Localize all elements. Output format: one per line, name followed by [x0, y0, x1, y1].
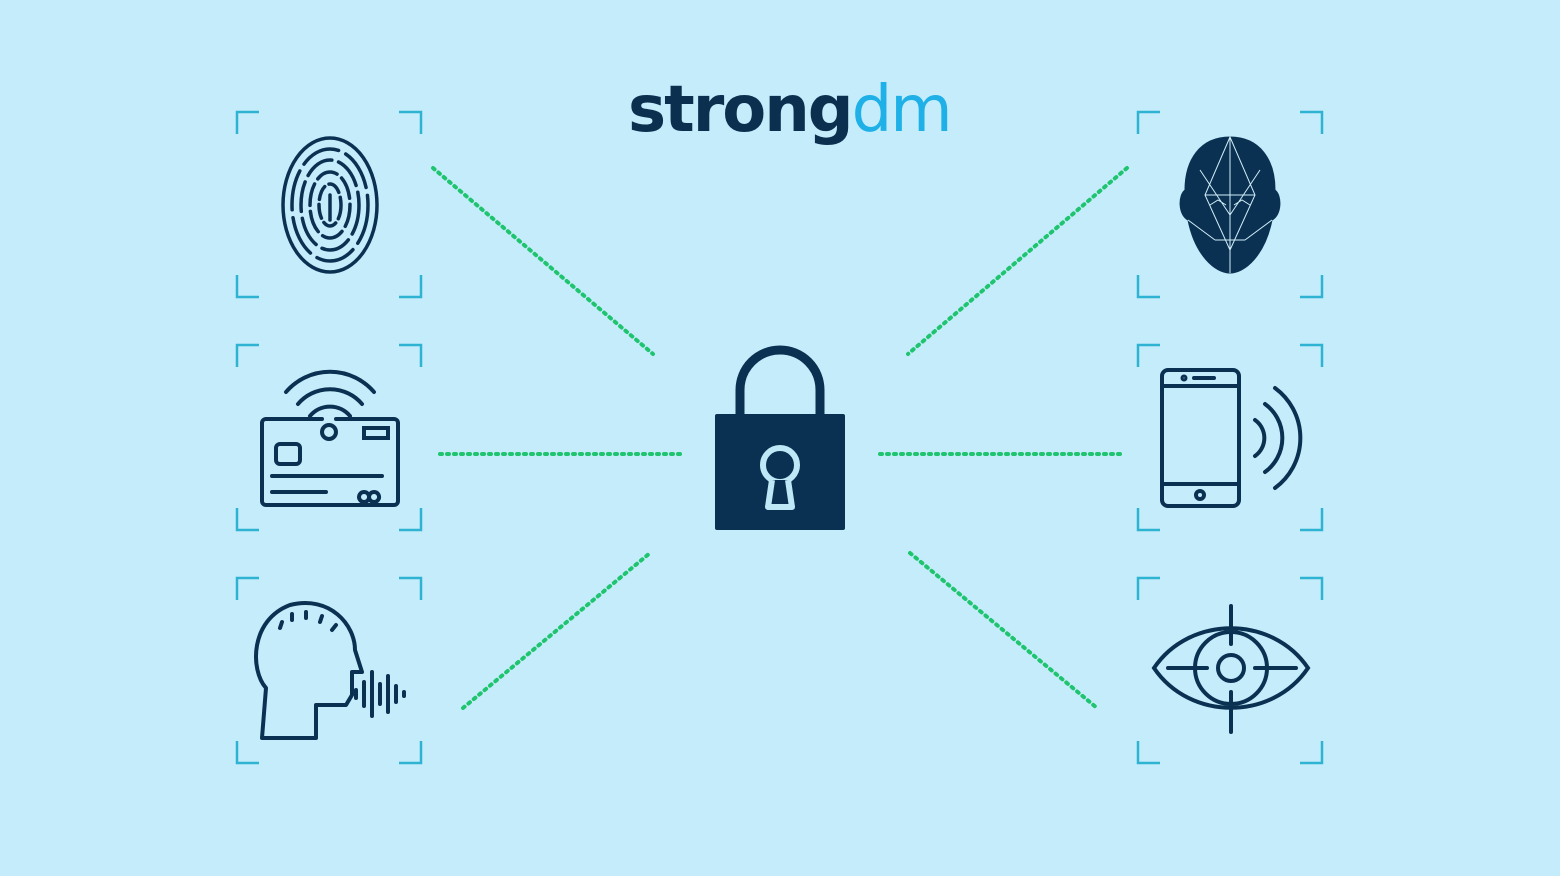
mobile-phone-nfc-icon [1160, 368, 1303, 508]
face-recognition-icon [1179, 135, 1281, 274]
connector-voice [461, 551, 652, 710]
scan-bracket-frame [235, 110, 423, 299]
voice-recognition-icon [254, 601, 406, 740]
connector-eye [908, 551, 1099, 710]
padlock-icon [715, 345, 845, 530]
scan-bracket-frame [1136, 110, 1324, 299]
eye-scan-icon [1151, 604, 1311, 734]
scan-bracket-frame [235, 576, 423, 765]
fingerprint-icon [281, 136, 379, 274]
scan-brackets [235, 110, 1324, 765]
strongdm-logo: strongdm [628, 78, 953, 142]
connector-fingerprint [431, 166, 655, 356]
connector-face [906, 166, 1129, 356]
logo-text-strong: strong [628, 73, 854, 147]
scan-bracket-frame [235, 343, 423, 532]
logo-text-dm: dm [851, 73, 953, 147]
scan-bracket-frame [1136, 576, 1324, 765]
connectors [431, 166, 1129, 710]
scan-bracket-frame [1136, 343, 1324, 532]
contactless-card-icon [260, 369, 400, 507]
